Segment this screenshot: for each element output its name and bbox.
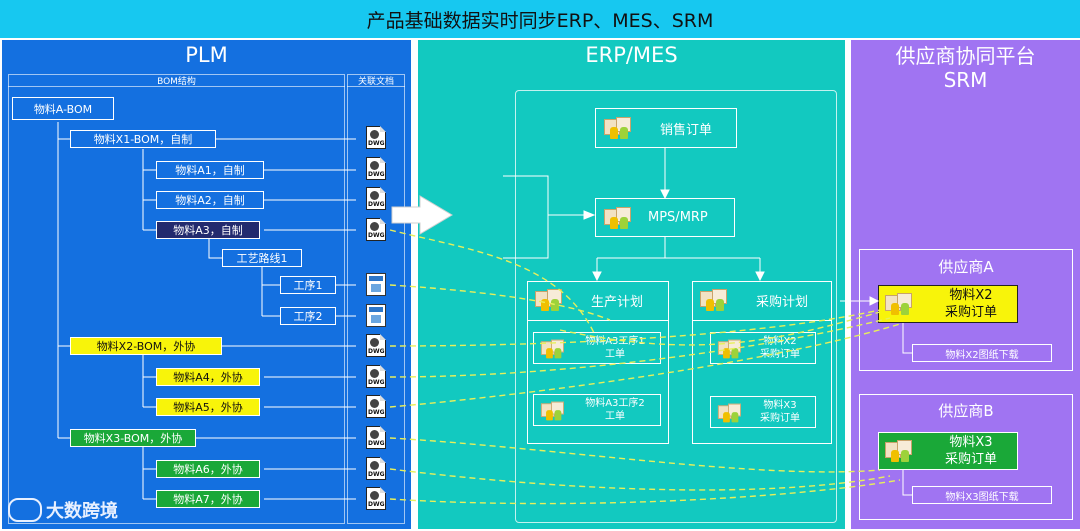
process-doc-icon[interactable] — [366, 273, 386, 296]
supplier-b-title: 供应商B — [938, 402, 994, 420]
team-icon — [602, 205, 632, 231]
bom-node-a3[interactable]: 物料A3，自制 — [156, 221, 260, 239]
supplier-a-po-node[interactable]: 物料X2 采购订单 — [878, 285, 1018, 323]
dwg-file-icon[interactable]: DWG — [366, 157, 386, 180]
dwg-file-icon[interactable]: DWG — [366, 426, 386, 449]
dwg-file-icon[interactable]: DWG — [366, 187, 386, 210]
purchase-req-x3-line2: 采购订单 — [760, 413, 800, 424]
srm-title: 供应商协同平台 SRM — [851, 44, 1080, 92]
dwg-file-icon[interactable]: DWG — [366, 126, 386, 149]
team-icon — [539, 338, 565, 360]
team-icon — [539, 400, 565, 422]
purchase-plan-node[interactable]: 采购计划 — [692, 281, 832, 321]
team-icon — [883, 291, 913, 317]
watermark-text: 大数跨境 — [46, 501, 118, 522]
plm-title: PLM — [185, 43, 228, 67]
bom-node-a2[interactable]: 物料A2，自制 — [156, 191, 264, 209]
dwg-file-icon[interactable]: DWG — [366, 218, 386, 241]
team-icon — [716, 338, 742, 360]
bom-node-a7[interactable]: 物料A7，外协 — [156, 490, 260, 508]
dwg-file-icon[interactable]: DWG — [366, 487, 386, 510]
bom-node-a4[interactable]: 物料A4，外协 — [156, 368, 260, 386]
supplier-a-drawing-download[interactable]: 物料X2图纸下载 — [912, 344, 1052, 362]
production-plan-node[interactable]: 生产计划 — [527, 281, 669, 321]
process-doc-icon[interactable] — [366, 304, 386, 327]
purchase-req-x3-node[interactable]: 物料X3 采购订单 — [710, 396, 816, 428]
page-title-text: 产品基础数据实时同步ERP、MES、SRM — [366, 9, 714, 32]
purchase-req-x3-line1: 物料X3 — [763, 400, 797, 411]
srm-title-line1: 供应商协同平台 — [895, 44, 1036, 68]
team-icon — [883, 438, 913, 464]
mps-mrp-node[interactable]: MPS/MRP — [595, 198, 735, 237]
mps-mrp-label: MPS/MRP — [648, 210, 708, 225]
bom-node-a5[interactable]: 物料A5，外协 — [156, 398, 260, 416]
work-order-2-line1: 物料A3工序2 — [585, 398, 645, 409]
work-order-1-node[interactable]: 物料A3工序1 工单 — [533, 332, 661, 364]
supplier-b-po-node[interactable]: 物料X3 采购订单 — [878, 432, 1018, 470]
purchase-plan-label: 采购计划 — [756, 295, 809, 310]
route-node[interactable]: 工艺路线1 — [222, 249, 302, 267]
purchase-req-x2-line1: 物料X2 — [763, 336, 797, 347]
supplier-a-title: 供应商A — [938, 258, 994, 276]
sales-order-node[interactable]: 销售订单 — [595, 108, 737, 148]
purchase-req-x2-node[interactable]: 物料X2 采购订单 — [710, 332, 816, 364]
production-plan-label: 生产计划 — [591, 295, 644, 310]
supplier-b-po-line1: 物料X3 — [949, 435, 993, 450]
op1-node[interactable]: 工序1 — [280, 276, 336, 294]
supplier-a-po-line2: 采购订单 — [944, 305, 997, 320]
bom-node-a1[interactable]: 物料A1，自制 — [156, 161, 264, 179]
work-order-2-node[interactable]: 物料A3工序2 工单 — [533, 394, 661, 426]
bom-node-root[interactable]: 物料A-BOM — [12, 97, 114, 120]
work-order-1-line2: 工单 — [605, 349, 625, 360]
docs-header: 关联文档 — [347, 74, 405, 87]
purchase-req-x2-line2: 采购订单 — [760, 349, 800, 360]
team-icon — [716, 402, 742, 424]
bom-node-a6[interactable]: 物料A6，外协 — [156, 460, 260, 478]
erp-title: ERP/MES — [585, 43, 678, 67]
page-title: 产品基础数据实时同步ERP、MES、SRM — [0, 0, 1080, 38]
team-icon — [602, 115, 632, 141]
sales-order-label: 销售订单 — [660, 122, 713, 138]
op2-node[interactable]: 工序2 — [280, 307, 336, 325]
dwg-file-icon[interactable]: DWG — [366, 395, 386, 418]
team-icon — [698, 287, 728, 313]
work-order-1-line1: 物料A3工序1 — [585, 336, 645, 347]
supplier-a-po-line1: 物料X2 — [949, 288, 993, 303]
supplier-b-drawing-download[interactable]: 物料X3图纸下载 — [912, 486, 1052, 504]
srm-title-line2: SRM — [943, 68, 988, 92]
dwg-file-icon[interactable]: DWG — [366, 334, 386, 357]
bom-node-x1[interactable]: 物料X1-BOM，自制 — [70, 130, 216, 148]
dwg-file-icon[interactable]: DWG — [366, 457, 386, 480]
team-icon — [533, 287, 563, 313]
bom-node-x3[interactable]: 物料X3-BOM，外协 — [70, 429, 196, 447]
supplier-b-po-line2: 采购订单 — [944, 452, 997, 467]
dwg-file-icon[interactable]: DWG — [366, 365, 386, 388]
watermark: 大数跨境 — [8, 497, 118, 523]
logo-icon — [8, 498, 42, 522]
bom-node-x2[interactable]: 物料X2-BOM，外协 — [70, 337, 222, 355]
bom-header: BOM结构 — [8, 74, 345, 87]
work-order-2-line2: 工单 — [605, 411, 625, 422]
